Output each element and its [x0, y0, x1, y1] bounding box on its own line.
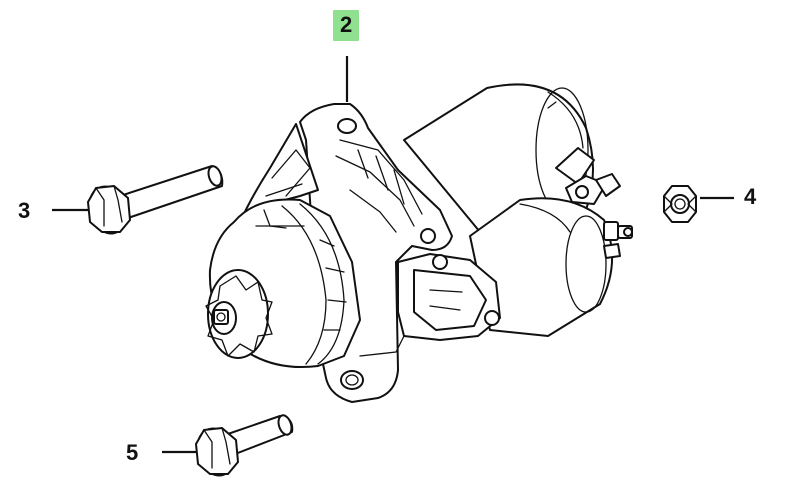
bolt-icon: [52, 165, 224, 235]
callout-3-label: 3: [18, 198, 31, 223]
callout-5-label: 5: [126, 440, 139, 465]
bolt-icon: [162, 414, 294, 477]
hex-nut-icon: [663, 185, 734, 223]
callout-2-label: 2: [333, 10, 360, 41]
callout-4-label: 4: [744, 184, 757, 209]
starter-motor-icon: [205, 56, 633, 403]
